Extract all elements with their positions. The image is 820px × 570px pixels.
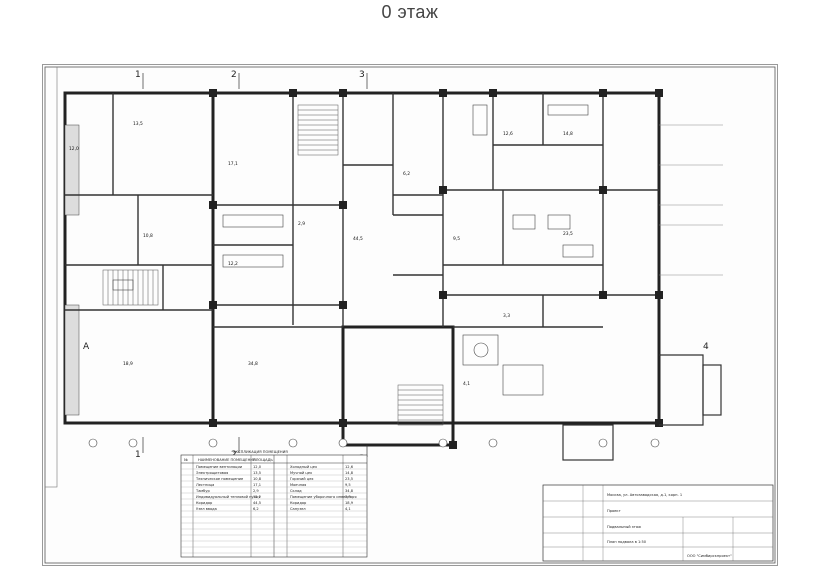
legend-row-area: 14,8	[345, 471, 354, 475]
legend-row-name: Мучной цех	[290, 471, 313, 475]
room-label: 18,9	[123, 361, 133, 367]
legend-row-name: Электрощитовая	[196, 471, 228, 475]
room-label: 12,2	[228, 261, 238, 267]
legend-row-area: 3,3	[345, 495, 351, 499]
legend-row-name: Помещение уборочного инвентаря	[290, 495, 356, 499]
room-label: 12,0	[69, 146, 79, 152]
legend-row-area: 12,6	[345, 465, 354, 469]
legend-row-area: 23,5	[345, 477, 353, 481]
section-mark: 1	[135, 450, 141, 460]
legend-row-area: 9,5	[345, 483, 351, 487]
room-label: 4,1	[463, 381, 470, 387]
legend-row-name: Коридор	[290, 501, 307, 505]
legend-row-area: 34,8	[345, 489, 354, 493]
section-mark: 3	[359, 70, 365, 80]
legend-row-name: Помещение вентиляции	[196, 465, 243, 469]
legend-row-name: Тамбур	[195, 489, 210, 493]
legend-title: ЭКСПЛИКАЦИЯ ПОМЕЩЕНИЯ	[233, 450, 288, 454]
title-block-sheet-name: План подвала в 1:50	[607, 540, 647, 544]
legend-row-name: Техническое помещение	[195, 477, 244, 481]
room-label: 2,9	[298, 221, 305, 227]
legend-col-name: НАИМЕНОВАНИЕ ПОМЕЩЕНИЯ	[198, 458, 256, 462]
title-block-floor: Подвальный этаж	[607, 525, 642, 529]
floor-plan-sheet: 12,0 13,5 10,8 17,1 2,9 12,2 44,5 6,2 12…	[42, 64, 778, 566]
legend-row-name: Санузел	[290, 507, 306, 511]
section-marker: 4	[703, 342, 709, 352]
room-label: 34,8	[248, 361, 258, 367]
section-mark: 1	[135, 70, 141, 80]
legend-row-name: Склад	[290, 489, 302, 493]
room-label: 14,8	[563, 131, 573, 137]
legend-row-area: 12,0	[253, 465, 262, 469]
legend-row-name: Моечная	[290, 483, 306, 487]
legend-row-name: Горячий цех	[290, 477, 314, 481]
room-label: 17,1	[228, 161, 238, 167]
room-label: 13,5	[133, 121, 143, 127]
legend-col-num: №	[184, 458, 188, 462]
legend-row-area: 4,1	[345, 507, 351, 511]
legend-row-area: 12,2	[253, 495, 261, 499]
legend-row-area: 2,9	[253, 489, 259, 493]
legend-row-name: Узел ввода	[196, 507, 217, 511]
section-marker: А	[83, 342, 90, 352]
explication-table: ЭКСПЛИКАЦИЯ ПОМЕЩЕНИЯ № НАИМЕНОВАНИЕ ПОМ…	[180, 450, 368, 558]
title-block-address: Москва, ул. Автозаводская, д.1, корп. 1	[607, 493, 682, 497]
legend-row-name: Лестница	[196, 483, 214, 487]
page-title: 0 этаж	[381, 2, 439, 22]
room-label: 12,6	[503, 131, 513, 137]
legend-row-area: 13,5	[253, 471, 261, 475]
room-label: 23,5	[563, 231, 573, 237]
legend-row-area: 6,2	[253, 507, 259, 511]
title-block-project: Проект	[607, 509, 621, 513]
legend-row-area: 17,1	[253, 483, 261, 487]
legend-row-name: Холодный цех	[290, 465, 318, 469]
legend-row-area: 10,8	[253, 477, 262, 481]
room-label: 6,2	[403, 171, 410, 177]
legend-row-name: Индивидуальный тепловой пункт	[196, 495, 260, 499]
legend-col-area: ПЛОЩАДЬ	[253, 458, 273, 462]
legend-row-area: 18,9	[345, 501, 354, 505]
legend-row-name: Коридор	[196, 501, 213, 505]
room-label: 10,8	[143, 233, 153, 239]
title-block-company: ООО "Симбирскпроект"	[687, 554, 732, 558]
floor-plan-drawing: 12,0 13,5 10,8 17,1 2,9 12,2 44,5 6,2 12…	[44, 66, 776, 564]
title-block: Москва, ул. Автозаводская, д.1, корп. 1 …	[542, 484, 774, 562]
legend-row-area: 44,5	[253, 501, 261, 505]
room-label: 44,5	[353, 236, 363, 242]
room-label: 9,5	[453, 236, 460, 242]
room-label: 3,3	[503, 313, 510, 319]
section-mark: 2	[231, 70, 237, 80]
